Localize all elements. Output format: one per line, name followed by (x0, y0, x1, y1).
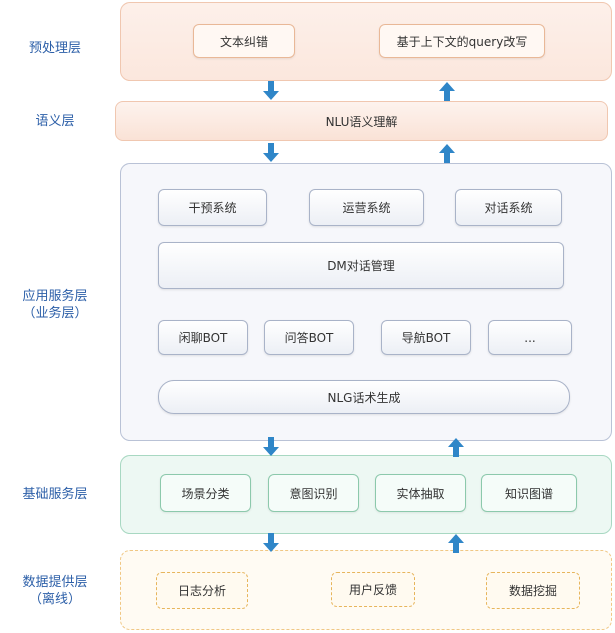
layer-label-text: 基础服务层 (22, 487, 88, 502)
nlg-generation-box: NLG话术生成 (158, 380, 570, 414)
layer-label-subtext: （离线） (28, 592, 81, 607)
navigation-bot-box: 导航BOT (381, 320, 471, 355)
layer-label-text: 应用服务层 (22, 289, 88, 304)
down-arrow-icon (263, 533, 279, 552)
up-arrow-icon (448, 534, 464, 553)
data-mining-box: 数据挖掘 (486, 572, 580, 609)
up-arrow-icon (439, 82, 455, 101)
layer-label-text: 数据提供层 (22, 575, 88, 590)
down-arrow-icon (263, 81, 279, 100)
qa-bot-box: 问答BOT (264, 320, 354, 355)
layer-label-text: 预处理层 (28, 41, 81, 56)
layer-label-base: 基础服务层 (0, 486, 110, 503)
scene-classification-box: 场景分类 (160, 474, 251, 512)
nlu-semantic-box: NLU语义理解 (115, 101, 608, 141)
more-bots-box: ... (488, 320, 572, 355)
text-correction-box: 文本纠错 (193, 24, 295, 58)
layer-label-data: 数据提供层 （离线） (0, 574, 110, 608)
up-arrow-icon (439, 144, 455, 163)
intervention-system-box: 干预系统 (158, 189, 267, 226)
layer-label-preprocess: 预处理层 (0, 40, 110, 57)
layer-label-text: 语义层 (35, 114, 75, 129)
down-arrow-icon (263, 143, 279, 162)
layer-label-subtext: （业务层） (22, 306, 88, 321)
intent-recognition-box: 意图识别 (268, 474, 359, 512)
log-analysis-box: 日志分析 (156, 572, 248, 609)
knowledge-graph-box: 知识图谱 (481, 474, 577, 512)
chitchat-bot-box: 闲聊BOT (158, 320, 248, 355)
up-arrow-icon (448, 438, 464, 457)
entity-extraction-box: 实体抽取 (375, 474, 466, 512)
user-feedback-box: 用户反馈 (331, 572, 415, 607)
query-rewrite-box: 基于上下文的query改写 (379, 24, 545, 58)
dialog-system-box: 对话系统 (455, 189, 562, 226)
operation-system-box: 运营系统 (309, 189, 424, 226)
dm-dialog-management-box: DM对话管理 (158, 242, 564, 289)
layer-label-application: 应用服务层 （业务层） (0, 288, 110, 322)
down-arrow-icon (263, 437, 279, 456)
layer-label-semantic: 语义层 (0, 113, 110, 130)
